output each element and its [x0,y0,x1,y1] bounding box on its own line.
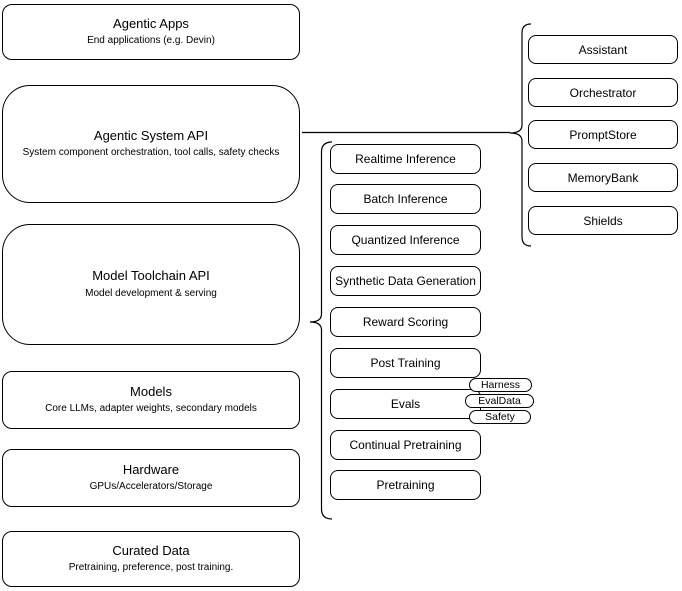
node-label: Batch Inference [363,192,448,206]
node-agentic-system-api: Agentic System API System component orch… [2,85,300,203]
node-label: Quantized Inference [351,233,460,247]
node-label: Assistant [578,42,628,57]
node-curated-data: Curated Data Pretraining, preference, po… [2,531,300,587]
badge-label: Harness [480,379,521,391]
node-title: Agentic Apps [113,15,189,31]
node-label: Continual Pretraining [349,438,462,452]
node-reward-scoring: Reward Scoring [330,307,481,337]
node-label: Post Training [370,356,441,370]
node-shields: Shields [528,206,678,235]
badge-harness: Harness [469,378,532,392]
node-evals: Evals [330,389,481,419]
node-promptstore: PromptStore [528,120,678,149]
node-memorybank: MemoryBank [528,163,678,192]
node-subtitle: GPUs/Accelerators/Storage [89,481,213,493]
node-label: Synthetic Data Generation [335,274,476,288]
node-label: PromptStore [569,127,637,142]
node-assistant: Assistant [528,35,678,64]
node-label: MemoryBank [567,170,639,185]
node-subtitle: System component orchestration, tool cal… [22,147,280,159]
badge-evaldata: EvalData [465,394,534,408]
node-label: Realtime Inference [355,152,456,166]
node-synthetic-data-generation: Synthetic Data Generation [330,266,481,296]
badge-safety: Safety [469,410,531,424]
brace-toolchain-group [309,141,333,520]
node-batch-inference: Batch Inference [330,184,481,214]
node-realtime-inference: Realtime Inference [330,144,481,174]
node-hardware: Hardware GPUs/Accelerators/Storage [2,449,300,507]
node-subtitle: Pretraining, preference, post training. [68,562,234,574]
node-title: Hardware [122,461,180,477]
node-subtitle: Core LLMs, adapter weights, secondary mo… [45,403,257,415]
node-title: Curated Data [112,542,190,558]
node-label: Orchestrator [569,85,637,100]
node-title: Agentic System API [93,127,209,143]
node-label: Shields [583,213,623,228]
node-quantized-inference: Quantized Inference [330,225,481,255]
node-label: Reward Scoring [362,315,449,329]
node-title: Model Toolchain API [92,268,210,284]
node-label: Evals [390,397,421,411]
node-subtitle: Model development & serving [85,287,217,299]
badge-label: EvalData [478,395,521,407]
node-post-training: Post Training [330,348,481,378]
node-models: Models Core LLMs, adapter weights, secon… [2,371,300,429]
node-continual-pretraining: Continual Pretraining [330,430,481,460]
badge-label: Safety [485,411,515,423]
node-title: Models [130,383,172,399]
node-pretraining: Pretraining [330,470,481,500]
node-model-toolchain-api: Model Toolchain API Model development & … [2,224,300,345]
node-orchestrator: Orchestrator [528,78,678,107]
node-subtitle: End applications (e.g. Devin) [87,35,215,47]
brace-system-components-group [509,23,532,247]
node-agentic-apps: Agentic Apps End applications (e.g. Devi… [2,4,300,60]
node-label: Pretraining [376,478,435,492]
